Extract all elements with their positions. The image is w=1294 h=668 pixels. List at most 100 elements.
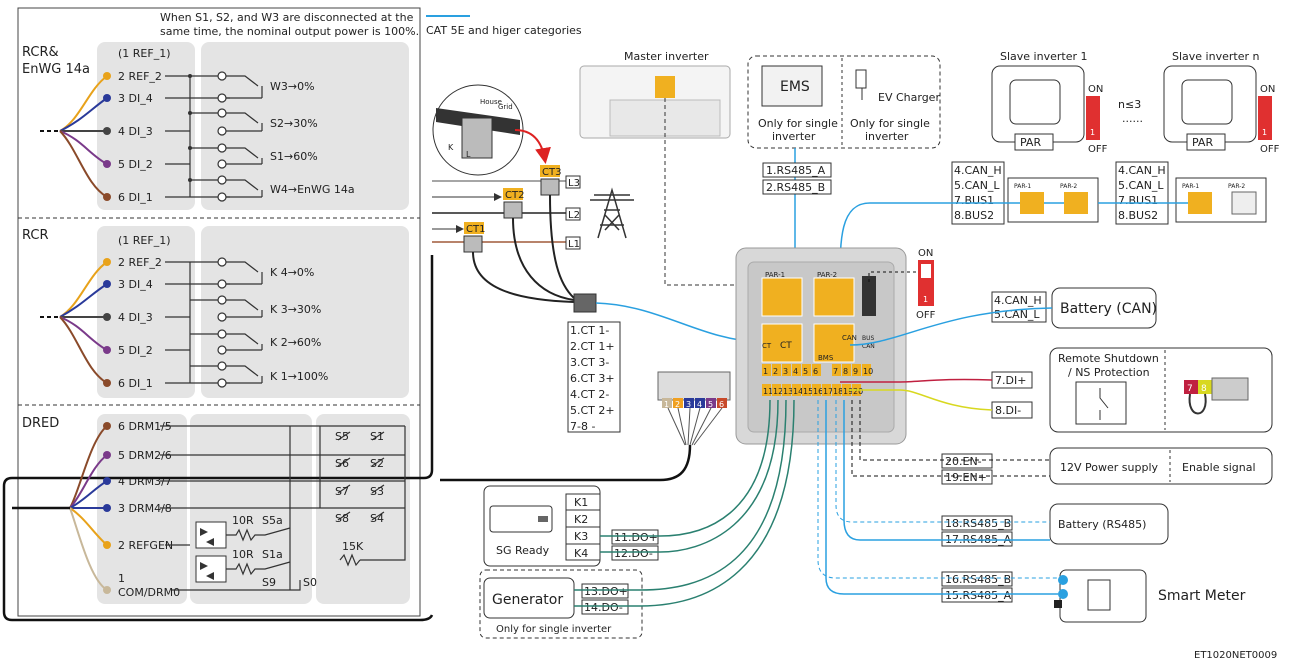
can2-pin-3: 7.BUS1 (1118, 194, 1158, 207)
ct-pin-table: 1.CT 1- 2.CT 1+ 3.CT 3- 6.CT 3+ 4.CT 2- … (567, 321, 621, 433)
master-inverter-title: Master inverter (624, 50, 709, 63)
rcr-enwg-out-2: S2→30% (270, 117, 318, 130)
slaven-off: OFF (1260, 144, 1280, 155)
ems-note-1: Only for single (758, 117, 838, 130)
dred-pin-4: 3 DRM4/8 (118, 502, 172, 515)
term-4: 4 (697, 400, 702, 409)
can-bus-table-2: 4.CAN_H 5.CAN_L 7.BUS1 8.BUS2 PAR-1 PAR-… (1098, 161, 1267, 225)
sm-title: Smart Meter (1158, 588, 1246, 604)
rcr-pin-6: 6 DI_1 (118, 377, 153, 390)
sm-pin-2: 15.RS485_A (945, 589, 1012, 602)
cb-row1-label: 1 (763, 367, 768, 376)
ev-note-2: inverter (865, 130, 909, 143)
can2-pin-1: 4.CAN_H (1118, 164, 1166, 177)
cb-row1-cell (812, 364, 821, 376)
cb-row1-cell (792, 364, 801, 376)
dip-on: ON (918, 248, 933, 259)
term-1: 1 (664, 400, 669, 409)
slaven-par: PAR (1192, 136, 1213, 149)
cb-par2: PAR-2 (817, 271, 837, 279)
line-l3: L3 (568, 178, 580, 189)
cb-row1-cell (802, 364, 811, 376)
bat-rs485-pin-1: 18.RS485_B (945, 517, 1011, 530)
slave1-par: PAR (1020, 136, 1041, 149)
generator: Generator Only for single inverter 13.DO… (479, 399, 795, 639)
rcr-enwg-pin-1: (1 REF_1) (118, 47, 171, 60)
remote-pin-1: 7.DI+ (995, 374, 1026, 387)
smart-meter: Smart Meter 16.RS485_B 15.RS485_A (817, 400, 1246, 623)
cb-row2-label: 20 (853, 387, 863, 396)
cb-row2-label: 19 (843, 387, 853, 396)
dred-pin-1: 6 DRM1/5 (118, 420, 172, 433)
dred-pin-6: 1 (118, 572, 125, 585)
ct-pin-3: 3.CT 3- (570, 356, 609, 369)
can-bus-table-1: 4.CAN_H 5.CAN_L 7.BUS1 8.BUS2 PAR-1 PAR-… (951, 161, 1099, 225)
gen-note: Only for single inverter (496, 624, 612, 635)
sm-pin-1: 16.RS485_B (945, 573, 1011, 586)
rcr-out-2: K 3→30% (270, 303, 321, 316)
rcr-enwg-pin-6: 6 DI_1 (118, 191, 153, 204)
dred-pin-7: COM/DRM0 (118, 586, 180, 599)
ct-inset: House Grid K L (432, 84, 551, 176)
cb-row1-label: 4 (793, 367, 798, 376)
ct-pin-4: 6.CT 3+ (570, 372, 615, 385)
cb-row1b-label: 9 (853, 367, 858, 376)
dred-sw-s0: S0 (303, 576, 317, 589)
dred-sw-s6: S6 (335, 457, 349, 470)
power-tower-icon (590, 187, 634, 239)
rcr-enwg-out-1: W3→0% (270, 80, 315, 93)
cb-bms: BMS (818, 354, 834, 362)
rcr-enwg-pin-2: 2 REF_2 (118, 70, 162, 83)
slave-inverter-1: Slave inverter 1 PAR ON 1 OFF (991, 50, 1108, 155)
can1-pin-4: 8.BUS2 (954, 209, 994, 222)
cb-row2-label: 11 (763, 387, 773, 396)
ev-note-1: Only for single (850, 117, 930, 130)
can2-pin-4: 8.BUS2 (1118, 209, 1158, 222)
line-l1: L1 (568, 239, 580, 250)
dred-sw-s5a: S5a (262, 514, 283, 527)
cb-row1b-cell (862, 364, 871, 376)
cb-row2-cell (832, 384, 841, 396)
cb-row1b-label: 8 (843, 367, 848, 376)
rcr-section: RCR (1 REF_1) 2 REF_2 3 DI_4 4 DI_3 5 DI… (22, 226, 409, 398)
rcr-pin-3: 3 DI_4 (118, 278, 153, 291)
dip-off: OFF (916, 310, 936, 321)
dred-title: DRED (22, 416, 59, 431)
cb-row2-label: 16 (813, 387, 823, 396)
sg-pin-1: 11.DO+ (614, 531, 658, 544)
ct2-label: CT2 (505, 190, 524, 201)
ems-note-2: inverter (772, 130, 816, 143)
slave1-off: OFF (1088, 144, 1108, 155)
can2-pin-2: 5.CAN_L (1118, 179, 1164, 192)
cb-row2-cell (792, 384, 801, 396)
slaven-one: 1 (1262, 128, 1267, 137)
term-6: 6 (719, 400, 724, 409)
rcr-pin-4: 4 DI_3 (118, 311, 153, 324)
cb-row2-label: 15 (803, 387, 813, 396)
dred-res-15k: 15K (342, 540, 364, 553)
dip-one: 1 (923, 295, 928, 304)
ps-pin-1: 20.EN- (945, 455, 982, 468)
remote-term-8: 8 (1201, 384, 1207, 394)
gen-title: Generator (492, 592, 563, 608)
cb-row2-cell (802, 384, 811, 396)
rcr-enwg-pin-3: 3 DI_4 (118, 92, 153, 105)
ev-title: EV Charger (878, 91, 940, 104)
cb-row1-label: 3 (783, 367, 788, 376)
bat-can-pin-1: 4.CAN_H (994, 294, 1042, 307)
rs485-a-top: 1.RS485_A (766, 164, 826, 177)
rcr-enwg-out-3: S1→60% (270, 150, 318, 163)
ellipsis: ...... (1122, 112, 1143, 125)
l-label: L (466, 150, 471, 159)
cb-ct: CT (762, 342, 772, 350)
top-note-line2: same time, the nominal output power is 1… (160, 25, 419, 38)
dred-sw-s7: S7 (335, 485, 349, 498)
ct-pin-6: 5.CT 2+ (570, 404, 615, 417)
cb-row1b-label: 10 (863, 367, 873, 376)
dred-sw-s4: S4 (370, 512, 384, 525)
slaven-title: Slave inverter n (1172, 50, 1259, 63)
dred-res-10r-1: 10R (232, 514, 254, 527)
rcr-pin-5: 5 DI_2 (118, 344, 153, 357)
ems-title: EMS (780, 79, 810, 95)
cat-label: CAT 5E and higer categories (426, 24, 582, 37)
